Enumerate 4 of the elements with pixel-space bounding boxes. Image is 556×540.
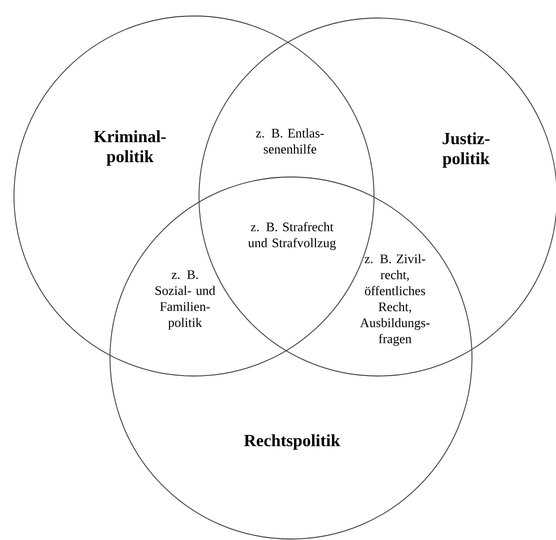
region-label: z. B. Strafrecht und Strafvollzug bbox=[248, 222, 336, 250]
region-label: z. B. Zivil- recht, öffentliches Recht, Ausbildungs- fragen bbox=[360, 254, 430, 346]
region-label: z. B. Entlas- senenhilfe bbox=[256, 128, 324, 154]
region-label: z. B. Sozial- und Familien- politik bbox=[156, 270, 216, 330]
